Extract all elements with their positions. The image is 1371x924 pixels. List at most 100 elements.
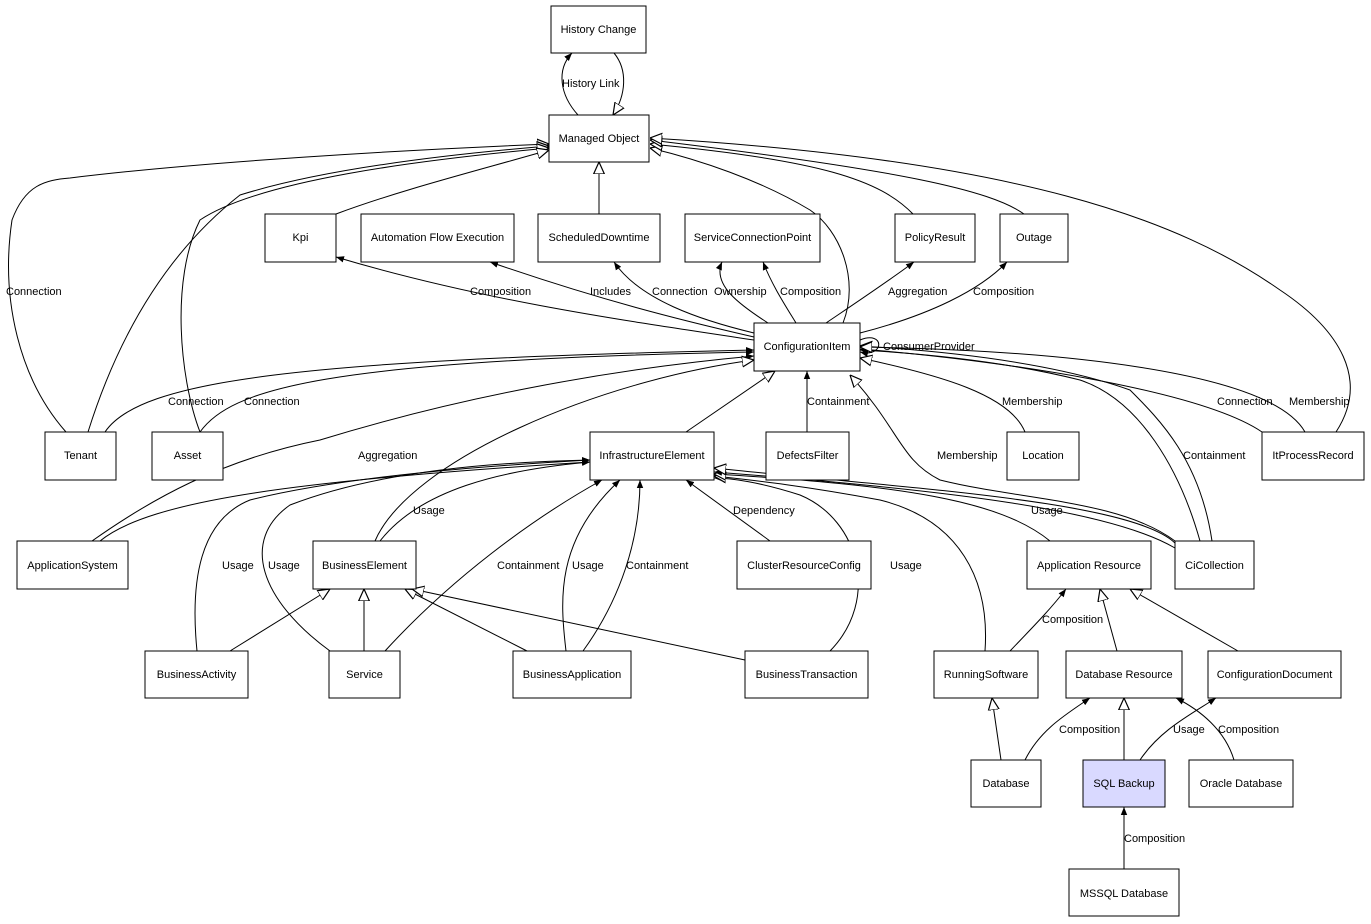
edge-oracle-dbres: [1175, 697, 1235, 761]
svg-text:DefectsFilter: DefectsFilter: [777, 450, 839, 462]
node-sql-backup[interactable]: SQL Backup: [1082, 759, 1166, 808]
label-cicoll-membership: Membership: [937, 450, 998, 462]
svg-text:ClusterResourceConfig: ClusterResourceConfig: [747, 560, 861, 572]
label-kpi-composition: Composition: [470, 286, 531, 298]
node-business-transaction[interactable]: BusinessTransaction: [744, 650, 869, 699]
node-oracle-database[interactable]: Oracle Database: [1188, 759, 1294, 808]
svg-text:MSSQL Database: MSSQL Database: [1080, 888, 1168, 900]
node-ci-collection[interactable]: CiCollection: [1174, 540, 1255, 590]
label-history-link: History Link: [562, 78, 620, 90]
node-business-element[interactable]: BusinessElement: [312, 540, 417, 590]
svg-text:PolicyResult: PolicyResult: [905, 232, 966, 244]
node-configuration-item[interactable]: ConfigurationItem: [753, 322, 861, 372]
node-tenant[interactable]: Tenant: [44, 431, 117, 481]
node-configuration-document[interactable]: ConfigurationDocument: [1207, 650, 1342, 699]
node-database[interactable]: Database: [970, 759, 1042, 808]
edge-itpr-ci-membership: [860, 347, 1306, 433]
edge-rs-appres: [1009, 588, 1067, 652]
label-appsys-aggregation: Aggregation: [358, 450, 417, 462]
label-ba-usage: Usage: [222, 560, 254, 572]
label-appres-usage: Usage: [1031, 505, 1063, 517]
node-automation-flow-execution[interactable]: Automation Flow Execution: [360, 213, 515, 263]
label-mssql-composition: Composition: [1124, 833, 1185, 845]
edge-business-element-infra: [379, 459, 591, 542]
edge-bapp-infra-containment: [582, 479, 644, 652]
label-oracle-composition: Composition: [1218, 724, 1279, 736]
edge-asset-ci: [199, 348, 755, 433]
node-mssql-database[interactable]: MSSQL Database: [1068, 868, 1180, 917]
svg-text:Managed Object: Managed Object: [559, 133, 640, 145]
label-service-usage: Usage: [268, 560, 300, 572]
edge-appsystem-infra: [99, 459, 591, 542]
node-history-change[interactable]: History Change: [550, 5, 647, 54]
edge-bapp-infra-usage: [562, 479, 621, 652]
edge-ci-outage: [859, 261, 1008, 334]
edge-asset-managed-object: [180, 148, 549, 433]
node-cluster-resource-config[interactable]: ClusterResourceConfig: [736, 540, 872, 590]
svg-text:InfrastructureElement: InfrastructureElement: [599, 450, 704, 462]
edge-database-dbres: [1024, 697, 1091, 761]
edge-itpr-ci-connection: [859, 346, 1263, 433]
svg-text:BusinessActivity: BusinessActivity: [157, 669, 237, 681]
svg-text:ConfigurationItem: ConfigurationItem: [764, 341, 851, 353]
edge-ci-scp-ownership: [715, 261, 769, 324]
svg-text:Application Resource: Application Resource: [1037, 560, 1141, 572]
label-rs-composition: Composition: [1042, 614, 1103, 626]
node-service-connection-point[interactable]: ServiceConnectionPoint: [684, 213, 821, 263]
edge-ci-automation-flow: [489, 261, 755, 338]
label-afe-includes: Includes: [590, 286, 631, 298]
edge-ci-scheduled-downtime: [613, 261, 755, 334]
svg-text:Oracle Database: Oracle Database: [1200, 778, 1283, 790]
svg-text:Service: Service: [346, 669, 383, 681]
edge-tenant-ci: [104, 346, 755, 433]
edge-ci-policy-result: [825, 261, 915, 324]
svg-text:History Change: History Change: [561, 24, 637, 36]
edge-policy-result-managed-object: [650, 144, 914, 215]
node-it-process-record[interactable]: ItProcessRecord: [1261, 431, 1365, 481]
node-policy-result[interactable]: PolicyResult: [894, 213, 976, 263]
svg-text:ServiceConnectionPoint: ServiceConnectionPoint: [694, 232, 811, 244]
node-outage[interactable]: Outage: [999, 213, 1069, 263]
edge-service-infra-usage: [261, 456, 591, 652]
svg-text:Kpi: Kpi: [293, 232, 309, 244]
label-cluster-dependency: Dependency: [733, 505, 795, 517]
edge-sql-confdoc: [1139, 697, 1217, 761]
node-business-activity[interactable]: BusinessActivity: [144, 650, 249, 699]
node-managed-object[interactable]: Managed Object: [548, 114, 650, 163]
label-bapp-containment: Containment: [626, 560, 688, 572]
node-application-resource[interactable]: Application Resource: [1026, 540, 1152, 590]
label-cicoll-containment: Containment: [1183, 450, 1245, 462]
node-infrastructure-element[interactable]: InfrastructureElement: [589, 431, 715, 481]
svg-text:BusinessTransaction: BusinessTransaction: [756, 669, 858, 681]
svg-text:Outage: Outage: [1016, 232, 1052, 244]
node-asset[interactable]: Asset: [151, 431, 224, 481]
node-business-application[interactable]: BusinessApplication: [512, 650, 632, 699]
svg-text:Location: Location: [1022, 450, 1064, 462]
edge-cicollection-ci-2: [860, 346, 1213, 542]
label-scp-composition: Composition: [780, 286, 841, 298]
svg-text:Automation Flow Execution: Automation Flow Execution: [371, 232, 504, 244]
edge-tenant-managed-object: [8, 144, 549, 433]
node-kpi[interactable]: Kpi: [264, 213, 337, 263]
svg-text:ScheduledDowntime: ScheduledDowntime: [549, 232, 650, 244]
node-defects-filter[interactable]: DefectsFilter: [765, 431, 850, 481]
svg-text:CiCollection: CiCollection: [1185, 560, 1244, 572]
node-running-software[interactable]: RunningSoftware: [933, 650, 1039, 699]
nodes: History Change Managed Object Kpi Automa…: [16, 5, 1365, 917]
node-location[interactable]: Location: [1006, 431, 1080, 481]
svg-text:RunningSoftware: RunningSoftware: [944, 669, 1028, 681]
svg-text:Database: Database: [982, 778, 1029, 790]
node-scheduled-downtime[interactable]: ScheduledDowntime: [537, 213, 661, 263]
edge-ci-kpi: [335, 256, 755, 341]
svg-text:ConfigurationDocument: ConfigurationDocument: [1217, 669, 1333, 681]
node-service[interactable]: Service: [328, 650, 401, 699]
node-application-system[interactable]: ApplicationSystem: [16, 540, 129, 590]
edge-business-activity-infra: [194, 457, 591, 652]
edges: [8, 52, 1351, 869]
label-bapp-usage: Usage: [572, 560, 604, 572]
node-database-resource[interactable]: Database Resource: [1065, 650, 1183, 699]
edge-appsystem-ci: [91, 353, 755, 542]
label-bt-usage: Usage: [890, 560, 922, 572]
edge-kpi-managed-object: [335, 150, 549, 215]
